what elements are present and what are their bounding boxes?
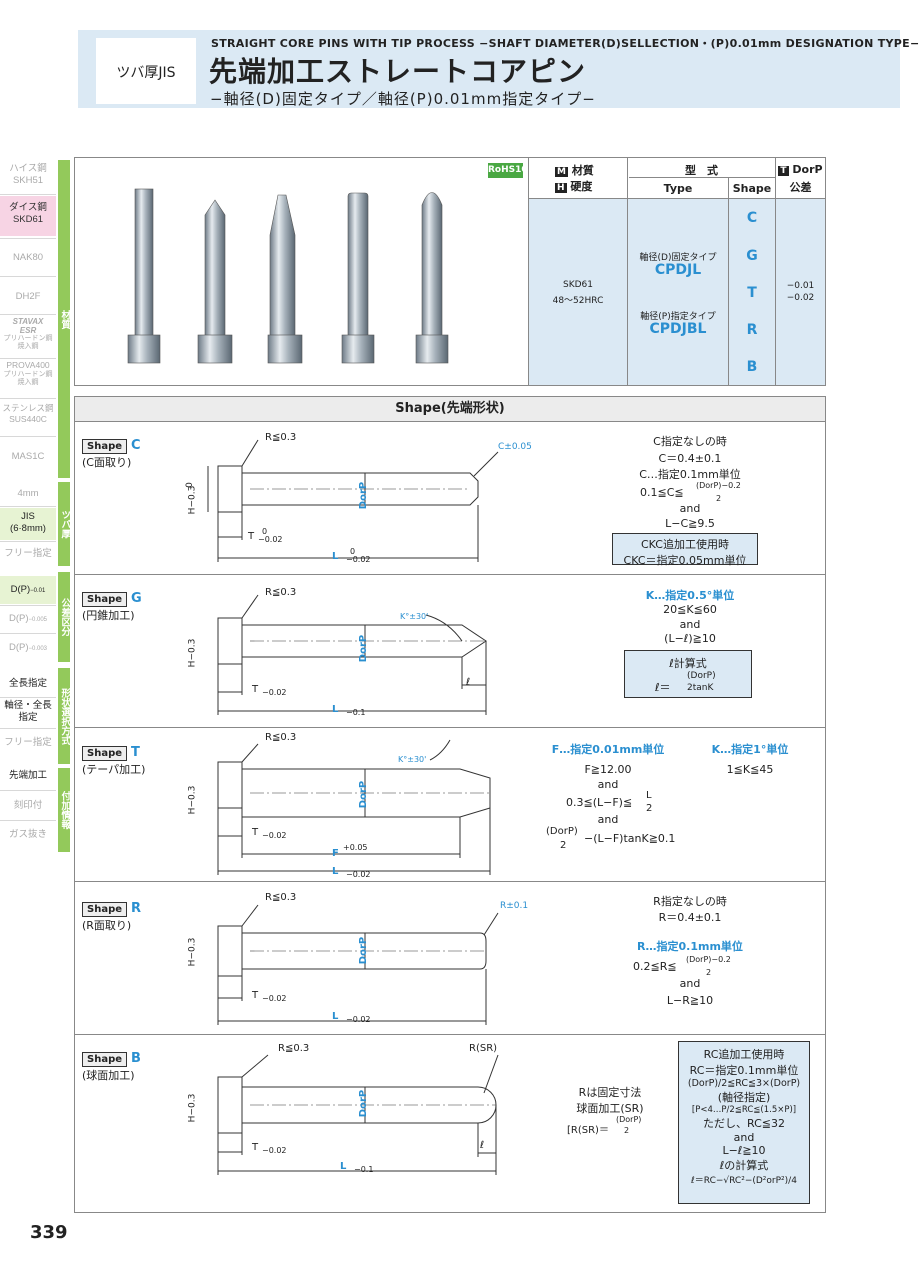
- header-band: [78, 30, 900, 108]
- shape-c: C: [746, 210, 758, 226]
- sidebar-item-jis[interactable]: JIS(6·8mm): [0, 508, 56, 540]
- sidebar-item-vent[interactable]: ガス抜き: [8, 829, 47, 840]
- sidebar-item-free[interactable]: フリー指定: [4, 548, 52, 559]
- sidebar-item-tol-003[interactable]: D(P)−0.003: [8, 642, 48, 653]
- type-cpdjl: CPDJL: [654, 262, 702, 278]
- shape-b-note-box: RC追加工使用時 RC＝指定0.1mm単位 (DorP)/2≦RC≦3×(Dor…: [678, 1041, 810, 1204]
- material-header: M 材質: [555, 164, 594, 177]
- shape-c-drawing: [207, 439, 499, 562]
- shape-t: T: [747, 285, 757, 301]
- header-badge: ツバ厚JIS: [96, 38, 196, 104]
- shape-section: [74, 396, 826, 1213]
- page-number: 339: [30, 1222, 68, 1243]
- shape-g-note-box: ℓ計算式 ℓ＝ (DorP) 2tanK: [624, 650, 752, 698]
- shape-r-drawing: [217, 904, 499, 1025]
- sidebar-tab-additional: 付加情報: [58, 768, 70, 852]
- sidebar-item-diam-length[interactable]: 軸径・全長指定: [4, 700, 52, 723]
- rohs-badge: RoHS10: [488, 163, 528, 178]
- material-value: SKD61: [563, 280, 593, 290]
- sidebar-item-mas1c[interactable]: MAS1C: [11, 451, 45, 462]
- sidebar-item-free2[interactable]: フリー指定: [4, 737, 52, 748]
- sidebar-item-dh2f[interactable]: DH2F: [15, 291, 41, 302]
- tol-header: T DorP: [778, 163, 823, 176]
- sidebar-item-tip[interactable]: 先端加工: [8, 770, 47, 781]
- hardness-header: H 硬度: [555, 180, 593, 193]
- sidebar-item-length[interactable]: 全長指定: [8, 678, 47, 689]
- sidebar-tab-tolerance: 公差区分: [58, 572, 70, 662]
- shape-g-drawing: [217, 594, 487, 715]
- sidebar-item-tol-0102[interactable]: D(P)−0.01: [0, 576, 56, 604]
- sidebar-tab-flange: ツバ厚: [58, 482, 70, 566]
- shape-b: B: [746, 359, 758, 375]
- shape-b-drawing: [217, 1054, 499, 1175]
- product-table: [74, 157, 826, 386]
- shape-t-drawing: [217, 739, 491, 875]
- page-subtitle: −軸径(D)固定タイプ／軸径(P)0.01mm指定タイプ−: [210, 90, 596, 108]
- page-title: 先端加工ストレートコアピン: [209, 55, 587, 88]
- header-english-title: STRAIGHT CORE PINS WITH TIP PROCESS −SHA…: [211, 37, 920, 50]
- hardness-value: 48〜52HRC: [552, 296, 604, 306]
- sidebar-tab-material: 材質: [58, 160, 70, 478]
- sidebar-item-tol-005[interactable]: D(P)−0.005: [8, 613, 48, 624]
- sidebar-item-nak80[interactable]: NAK80: [12, 252, 44, 263]
- type-cpdjbl: CPDJBL: [649, 321, 707, 337]
- sidebar-item-4mm[interactable]: 4mm: [17, 488, 39, 499]
- shape-header: Shape: [732, 182, 772, 195]
- shape-section-title: Shape(先端形状): [75, 397, 825, 421]
- type-header: Type: [663, 182, 693, 195]
- shape-r: R: [746, 322, 758, 338]
- product-image: [127, 188, 449, 364]
- model-header: 型 式: [685, 164, 718, 177]
- sidebar-tab-shape-method: 形状選択方式: [58, 668, 70, 764]
- tol-header-2: 公差: [789, 181, 812, 194]
- sidebar-item-stamp[interactable]: 刻印付: [13, 800, 43, 811]
- shape-g: G: [746, 248, 758, 264]
